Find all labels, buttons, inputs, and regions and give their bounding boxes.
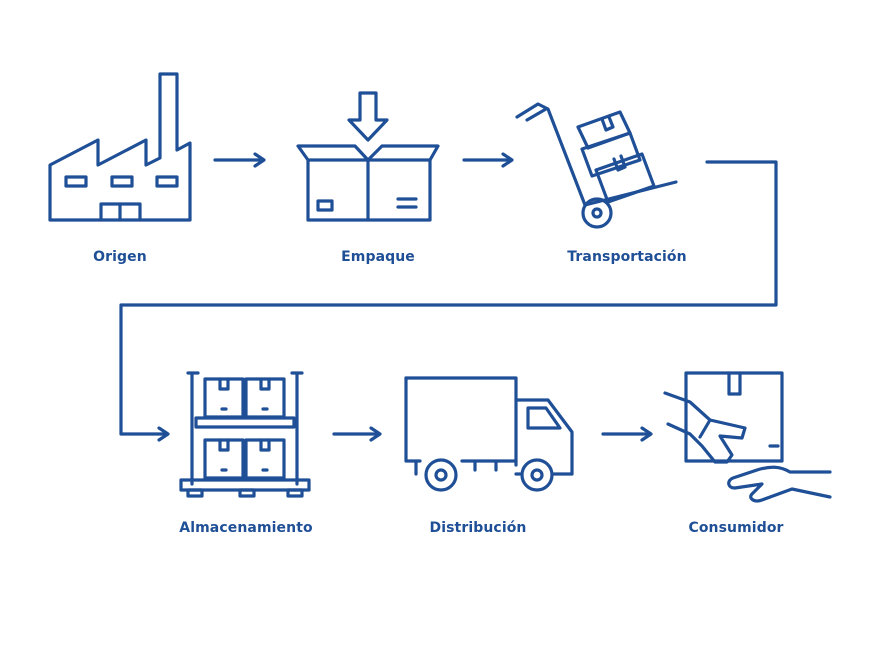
- packaging-box-icon: [296, 91, 440, 222]
- package-handoff-icon: [663, 371, 832, 503]
- step-label-empaque: Empaque: [341, 249, 415, 265]
- delivery-truck-icon: [404, 376, 574, 492]
- arrow-distribucion-to-consumidor: [601, 426, 653, 442]
- arrow-empaque-to-transportacion: [462, 152, 514, 168]
- warehouse-shelf-icon: [179, 371, 311, 498]
- step-label-origen: Origen: [93, 249, 147, 265]
- hand-truck-icon: [515, 102, 678, 229]
- factory-icon: [48, 72, 192, 222]
- arrow-almacenamiento-to-distribucion: [332, 426, 382, 442]
- connector-transportacion-to-almacenamiento: [119, 160, 778, 442]
- step-label-consumidor: Consumidor: [688, 520, 784, 536]
- step-label-transportacion: Transportación: [567, 249, 687, 265]
- flow-connectors: [119, 152, 778, 442]
- step-label-almacenamiento: Almacenamiento: [179, 520, 313, 536]
- arrow-origen-to-empaque: [213, 152, 266, 168]
- step-label-distribucion: Distribución: [429, 520, 527, 536]
